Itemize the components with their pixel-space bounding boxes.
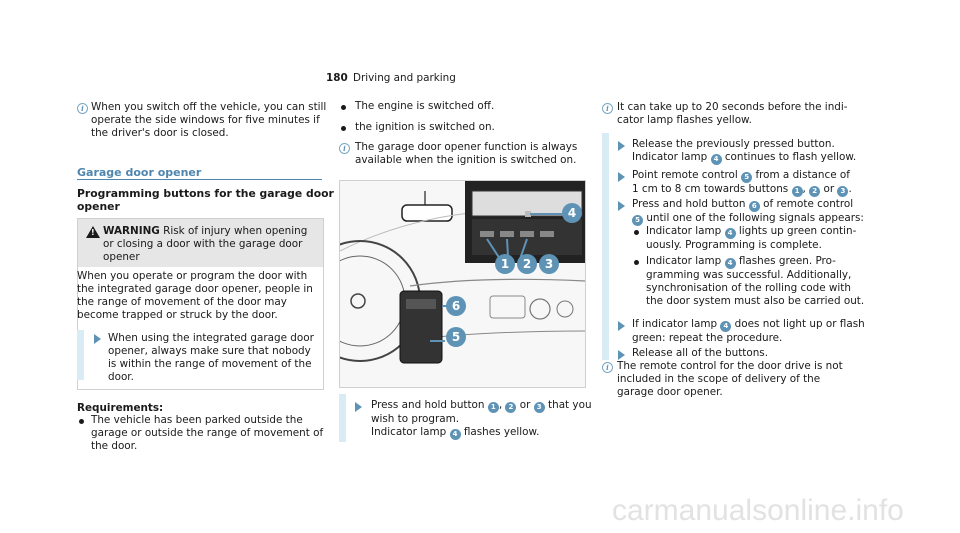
section-title: Garage door opener [77, 166, 202, 179]
running-header: Driving and parking [353, 72, 456, 84]
info-icon: i [602, 103, 613, 114]
callout-3: 3 [539, 254, 559, 274]
info-icon: i [77, 103, 88, 114]
note-always-available: The garage door opener function is alway… [355, 141, 578, 166]
warning-body-text: When you operate or program the door wit… [77, 270, 313, 321]
interior-illustration [299, 181, 586, 387]
callout-1: 1 [495, 254, 515, 274]
ref-5: 5 [741, 172, 753, 183]
ref-1: 1 [791, 186, 803, 197]
callout-6: 6 [446, 296, 466, 316]
page-number: 180 [326, 72, 348, 84]
ref-1: 1 [487, 402, 499, 413]
bullet-icon [634, 230, 639, 235]
action-arrow-icon [94, 334, 101, 344]
warning-header [78, 219, 323, 267]
note-remote-not-included: The remote control for the door drive is… [617, 360, 843, 398]
bullet-icon [634, 260, 639, 265]
watermark: carmanualsonline.info [612, 494, 904, 527]
action-arrow-icon [618, 141, 625, 151]
ref-2: 2 [809, 186, 821, 197]
ref-3: 3 [837, 186, 849, 197]
ref-4: 4 [724, 228, 736, 239]
ref-4: 4 [710, 154, 722, 165]
callout-2: 2 [517, 254, 537, 274]
step-bar [339, 394, 346, 442]
step-repeat: If indicator lamp 4 does not light up or… [632, 318, 865, 344]
callout-5: 5 [446, 327, 466, 347]
step-press-remote: Press and hold button 6 of remote contro… [632, 198, 864, 226]
ref-5: 5 [632, 215, 643, 226]
section-rule [77, 179, 322, 180]
step-release-all: Release all of the buttons. [632, 347, 769, 359]
action-arrow-icon [618, 201, 625, 211]
step-bar [77, 330, 84, 380]
info-icon: i [602, 362, 613, 373]
warning-triangle-icon: ! [86, 226, 100, 238]
bullet-icon [79, 419, 84, 424]
bullet-engine-off: The engine is switched off. [355, 100, 495, 112]
warning-box [77, 218, 324, 390]
bullet-icon [341, 126, 346, 131]
ref-3: 3 [533, 402, 545, 413]
ref-4: 4 [720, 321, 732, 332]
ref-4: 4 [724, 258, 736, 269]
step-press-hold-buttons: Press and hold button 1, 2 or 3 that you… [371, 399, 592, 440]
ref-2: 2 [505, 402, 517, 413]
step-release-button: Release the previously pressed button.In… [632, 138, 857, 165]
bullet-ignition-on: the ignition is switched on. [355, 121, 495, 133]
info-icon: i [339, 143, 350, 154]
bullet-icon [341, 105, 346, 110]
action-arrow-icon [618, 350, 625, 360]
ref-4: 4 [449, 429, 461, 440]
signal-flashes-green: Indicator lamp 4 flashes green. Pro-gram… [646, 255, 865, 307]
requirements-title: Requirements: [77, 402, 164, 414]
step-bar [602, 133, 609, 360]
ref-6: 6 [748, 201, 760, 212]
callout-4: 4 [562, 203, 582, 223]
action-arrow-icon [618, 321, 625, 331]
note-20-seconds: It can take up to 20 seconds before the … [617, 101, 848, 126]
signal-lights-green: Indicator lamp 4 lights up green contin-… [646, 225, 857, 251]
action-arrow-icon [355, 402, 362, 412]
step-point-remote: Point remote control 5 from a distance o… [632, 169, 852, 197]
action-arrow-icon [618, 172, 625, 182]
figure-overhead-panel [299, 180, 586, 388]
note-vehicle-off: When you switch off the vehicle, you can… [91, 101, 327, 139]
